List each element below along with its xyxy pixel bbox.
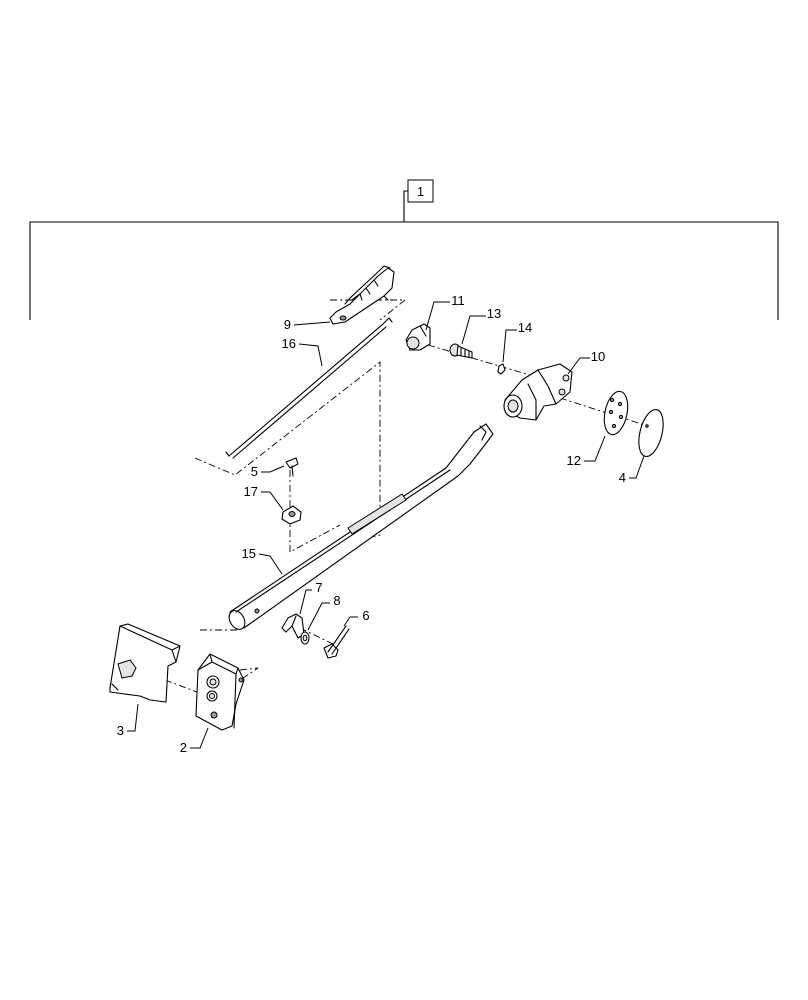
callout-17[interactable]: 17 <box>244 484 258 499</box>
callout-1[interactable]: 1 <box>417 184 424 199</box>
callout-2[interactable]: 2 <box>180 740 187 755</box>
part-pin <box>285 457 299 477</box>
callout-7[interactable]: 7 <box>315 580 322 595</box>
part-perforated-disc <box>603 390 629 436</box>
callout-5[interactable]: 5 <box>251 464 258 479</box>
callout-15[interactable]: 15 <box>242 546 256 561</box>
part-washer <box>300 631 310 645</box>
part-nut <box>281 505 302 525</box>
callout-13[interactable]: 13 <box>487 306 501 321</box>
part-mounting-block <box>195 653 245 731</box>
part-main-tube <box>228 423 494 630</box>
callout-9[interactable]: 9 <box>284 317 291 332</box>
part-disc <box>638 409 664 457</box>
part-grip-knob <box>405 323 431 351</box>
callout-14[interactable]: 14 <box>518 320 532 335</box>
part-screw <box>449 343 473 359</box>
part-cover <box>109 623 181 703</box>
callout-3[interactable]: 3 <box>117 723 124 738</box>
callout-4[interactable]: 4 <box>619 470 626 485</box>
callout-12[interactable]: 12 <box>567 453 581 468</box>
callout-16[interactable]: 16 <box>282 336 296 351</box>
callout-8[interactable]: 8 <box>333 593 340 608</box>
callout-6[interactable]: 6 <box>362 608 369 623</box>
part-saddle-clamp <box>281 613 305 639</box>
part-clip <box>497 363 506 375</box>
part-rod <box>225 317 393 459</box>
part-bolt <box>323 625 350 659</box>
callout-11[interactable]: 11 <box>451 293 465 308</box>
part-latch-bracket <box>329 265 395 325</box>
callout-10[interactable]: 10 <box>591 349 605 364</box>
part-elbow-fitting <box>503 363 573 421</box>
assembly-bracket: 1 <box>29 179 779 320</box>
